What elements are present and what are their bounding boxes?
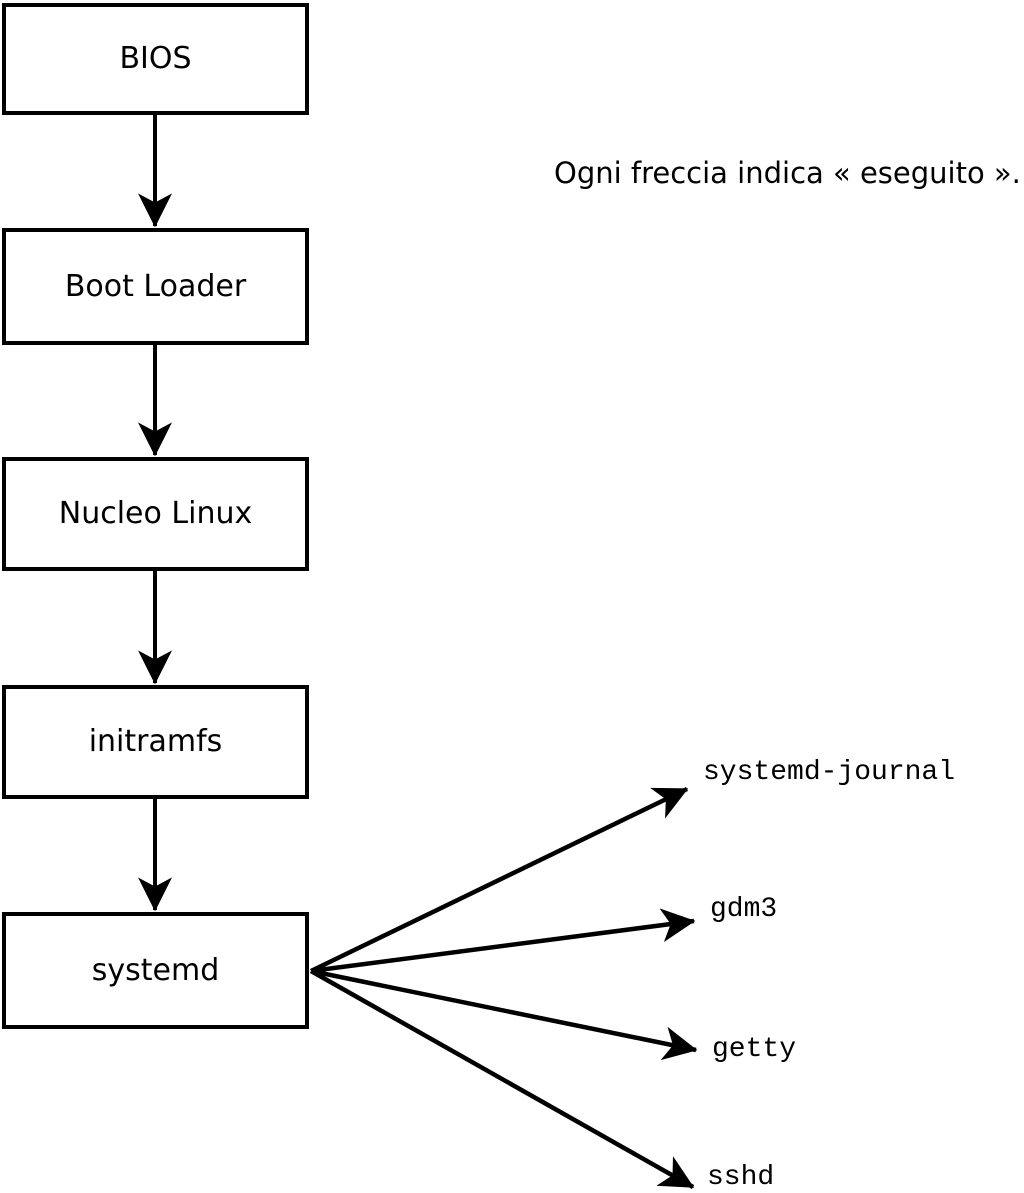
node-bios: BIOS (2, 3, 309, 115)
node-systemd: systemd (2, 912, 309, 1029)
service-label-sshd: sshd (707, 1162, 775, 1193)
node-label: initramfs (88, 724, 223, 759)
node-label: systemd (91, 952, 220, 988)
service-label-systemd-journal: systemd-journal (703, 757, 956, 788)
node-boot-loader: Boot Loader (2, 228, 309, 345)
arrow-systemd-to-getty (310, 968, 698, 1061)
service-label-getty: getty (712, 1034, 797, 1065)
arrow-systemd-to-journal (310, 786, 689, 974)
arrow-systemd-to-gdm3 (310, 908, 696, 974)
arrow-systemd-to-sshd (309, 969, 695, 1189)
node-label: BIOS (119, 41, 192, 76)
node-initramfs: initramfs (2, 685, 309, 799)
node-label: Nucleo Linux (58, 496, 253, 531)
service-label-gdm3: gdm3 (710, 894, 778, 925)
node-label: Boot Loader (64, 268, 247, 304)
caption: Ogni freccia indica « eseguito ». (554, 156, 1021, 190)
node-nucleo-linux: Nucleo Linux (2, 457, 309, 571)
